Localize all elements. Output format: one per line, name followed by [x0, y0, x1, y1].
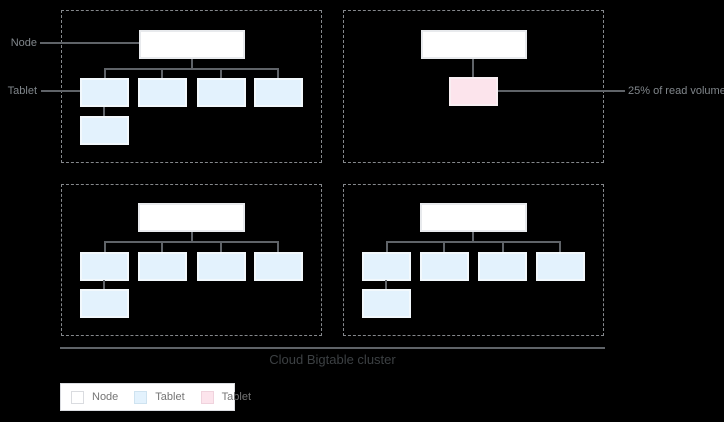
- connector-line: [103, 280, 105, 289]
- connector-line: [277, 242, 279, 252]
- legend-label-hot-tablet: Tablet: [221, 391, 252, 403]
- connector-line: [104, 242, 106, 252]
- node-box: [139, 30, 245, 59]
- node-zone-1: [61, 10, 322, 163]
- tablet-box: [138, 252, 187, 281]
- node-zone-4: [343, 184, 604, 336]
- hot-tablet-box: [449, 77, 498, 106]
- connector-line: [386, 241, 561, 243]
- tablet-box: [362, 252, 411, 281]
- legend: Node Tablet Tablet: [60, 383, 251, 411]
- cluster-caption: Cloud Bigtable cluster: [269, 352, 396, 367]
- read-volume-label: 25% of read volume: [628, 85, 724, 97]
- connector-line: [277, 69, 279, 78]
- connector-line: [104, 69, 106, 78]
- tablet-box: [80, 78, 129, 107]
- connector-line: [472, 232, 474, 242]
- connector-line: [191, 232, 193, 242]
- node-swatch-icon: [71, 390, 84, 404]
- tablet-box: [197, 252, 246, 281]
- tablet-box: [254, 78, 303, 107]
- hot-tablet-swatch-icon: [200, 390, 214, 404]
- tablet-box: [138, 78, 187, 107]
- connector-line: [386, 242, 388, 252]
- annotation-line: [498, 90, 625, 92]
- connector-line: [161, 242, 163, 252]
- cluster-divider-line: [60, 347, 605, 349]
- connector-line: [502, 242, 504, 252]
- connector-line: [104, 68, 279, 70]
- connector-line: [220, 69, 222, 78]
- connector-line: [220, 242, 222, 252]
- tablet-box: [478, 252, 527, 281]
- node-zone-3: [61, 184, 322, 336]
- tablet-callout-label: Tablet: [7, 85, 37, 97]
- tablet-box: [536, 252, 585, 281]
- tablet-box: [80, 116, 129, 145]
- node-box: [420, 203, 527, 232]
- connector-line: [472, 59, 474, 77]
- connector-line: [443, 242, 445, 252]
- tablet-swatch-icon: [134, 390, 148, 404]
- node-zone-2: [343, 10, 604, 163]
- node-callout-label: Node: [10, 37, 37, 49]
- connector-line: [161, 69, 163, 78]
- node-box: [421, 30, 527, 59]
- connector-line: [191, 59, 193, 69]
- tablet-box: [362, 289, 411, 318]
- tablet-box: [80, 289, 129, 318]
- legend-label-node: Node: [92, 391, 119, 403]
- connector-line: [385, 280, 387, 289]
- connector-line: [104, 241, 279, 243]
- tablet-box: [80, 252, 129, 281]
- annotation-line: [40, 42, 139, 44]
- node-box: [138, 203, 245, 232]
- connector-line: [103, 107, 105, 116]
- connector-line: [559, 242, 561, 252]
- tablet-box: [254, 252, 303, 281]
- tablet-box: [420, 252, 469, 281]
- annotation-line: [41, 90, 80, 92]
- tablet-box: [197, 78, 246, 107]
- legend-label-tablet: Tablet: [155, 391, 185, 403]
